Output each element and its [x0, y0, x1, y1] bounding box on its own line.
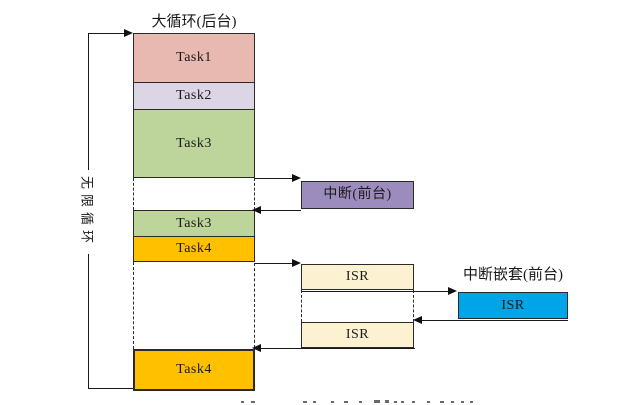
task2-label: Task2 [176, 88, 212, 103]
nested-isr-box: ISR [458, 292, 568, 319]
isr-to-nested-arrowhead-icon [448, 287, 457, 295]
task1-box: Task1 [133, 33, 255, 83]
interrupt-return-line [261, 210, 301, 211]
isr-gap-right-dashed [413, 290, 414, 322]
infinite-loop-label: 无限循环 [78, 172, 98, 252]
isr-return-arrowhead-icon [252, 344, 261, 352]
task3-label: Task3 [176, 135, 212, 151]
nested-isr-label: ISR [501, 297, 525, 313]
isr-return-line [261, 348, 415, 349]
task4-to-isr-line [255, 263, 293, 264]
isr-gap-left-dashed [301, 290, 302, 322]
isr-first-label: ISR [345, 269, 370, 284]
task3-resume-label: Task3 [176, 215, 212, 231]
task4-to-isr-arrowhead-icon [292, 259, 301, 267]
column-gap1-right-dashed [254, 178, 255, 210]
nested-interrupt-title: 中断嵌套(前台) [463, 267, 563, 283]
column-gap2-left-dashed [133, 262, 134, 349]
background-loop-title: 大循环(后台) [151, 14, 237, 30]
column-gap2-right-dashed [254, 263, 255, 348]
task1-label: Task1 [176, 50, 212, 65]
task2-box: Task2 [133, 82, 255, 110]
interrupt-box: 中断(前台) [301, 181, 414, 209]
task3-to-interrupt-line [255, 178, 293, 179]
column-gap1-left-dashed [133, 178, 134, 210]
loop-top-line [88, 33, 126, 34]
task3-to-interrupt-arrowhead-icon [292, 174, 301, 182]
nested-return-line [422, 320, 568, 321]
loop-left-line-lower [88, 254, 89, 388]
interrupt-label: 中断(前台) [323, 187, 392, 202]
task4-resume-label: Task4 [176, 362, 212, 377]
nested-return-arrowhead-icon [413, 316, 422, 324]
loop-top-arrowhead-icon [124, 29, 133, 37]
isr-to-nested-line [301, 291, 449, 292]
task3-resume-box: Task3 [133, 210, 255, 237]
interrupt-return-arrowhead-icon [252, 206, 261, 214]
task4-label: Task4 [176, 241, 212, 256]
isr-first-box: ISR [301, 264, 414, 290]
task3-box: Task3 [133, 109, 255, 178]
task4-box: Task4 [133, 236, 255, 262]
isr-second-box: ISR [301, 322, 414, 348]
loop-bottom-line [88, 388, 134, 389]
loop-left-line-upper [88, 33, 89, 170]
isr-second-label: ISR [345, 327, 370, 342]
task4-resume-box: Task4 [133, 349, 255, 391]
